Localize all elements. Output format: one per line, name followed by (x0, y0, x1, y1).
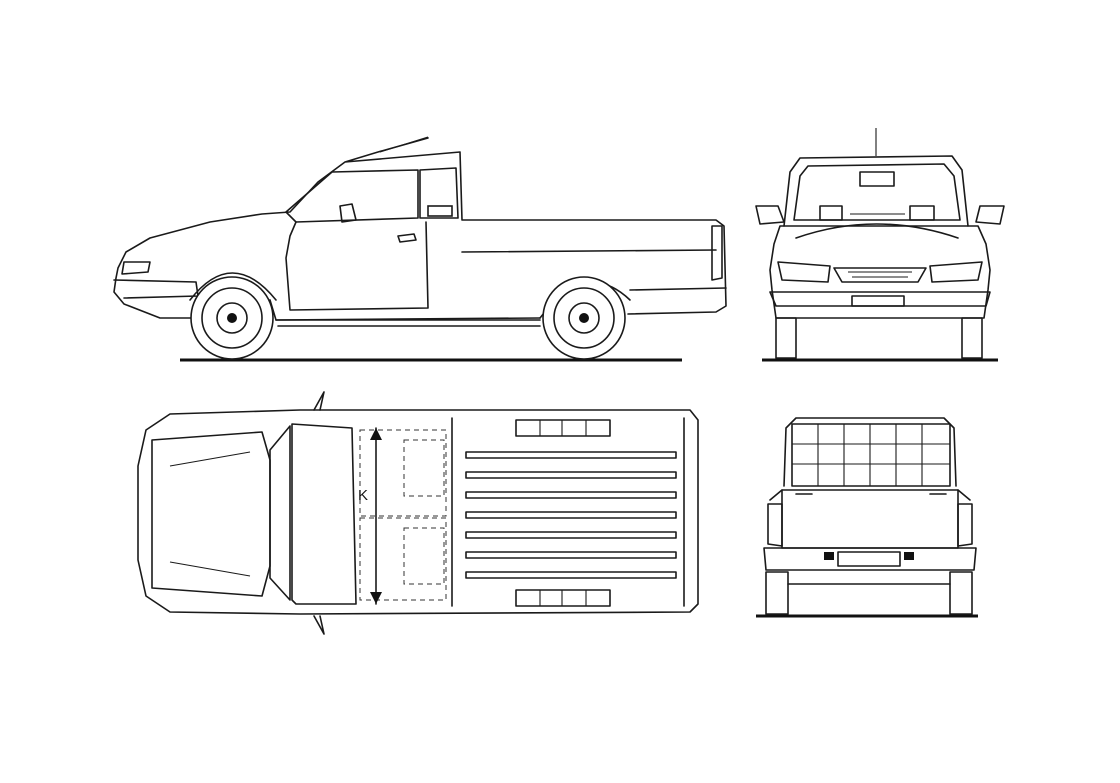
rear-view (756, 417, 978, 618)
top-view-cab-roof (291, 423, 357, 605)
top-view-front-seat-zone (359, 429, 447, 517)
top-view: K (137, 391, 699, 635)
front-view-hood (769, 225, 991, 319)
front-view-bumper (769, 291, 991, 307)
top-view-windshield (269, 425, 291, 601)
front-view-cab (783, 155, 969, 227)
front-view-left-mirror (755, 205, 785, 225)
rear-view-left-tail-light (767, 503, 783, 547)
rear-view-tailgate (781, 489, 959, 549)
side-view-body (113, 137, 727, 321)
side-view-rear-window-vent (427, 205, 453, 217)
side-view-window (285, 169, 419, 223)
rear-view-cab (783, 417, 957, 487)
top-view-bed (465, 417, 685, 607)
dimension-label: K (358, 487, 368, 504)
top-view-right-mirror (313, 615, 325, 635)
side-view-front-wheel (190, 276, 274, 360)
rear-view-license-plate (837, 551, 901, 567)
front-view-right-mirror (975, 205, 1005, 225)
top-view-dimension: K (358, 427, 382, 605)
side-view-headlight (121, 261, 151, 275)
front-view-license-plate (851, 295, 905, 307)
side-view-mirror (339, 203, 357, 223)
side-view-tail-light (711, 225, 723, 281)
rear-view-right-wheel (949, 571, 973, 615)
top-view-left-mirror (313, 391, 325, 411)
side-view-rear-wheel (542, 276, 626, 360)
front-view-windshield (793, 163, 961, 221)
side-view-door (285, 221, 429, 311)
front-view (755, 128, 1005, 362)
rear-view-window-grid (791, 423, 951, 487)
front-view-grille (833, 267, 927, 283)
front-view-left-headlight (777, 261, 831, 283)
top-view-body (137, 409, 699, 615)
front-view-left-wheel (775, 317, 797, 359)
side-view (113, 136, 727, 362)
front-view-right-wheel (961, 317, 983, 359)
front-view-right-headlight (929, 261, 983, 283)
rear-view-left-wheel (765, 571, 789, 615)
front-view-rearview-mirror (859, 171, 895, 187)
rear-view-bumper (763, 547, 977, 571)
rear-view-right-tail-light (957, 503, 973, 547)
top-view-hood (151, 431, 271, 597)
